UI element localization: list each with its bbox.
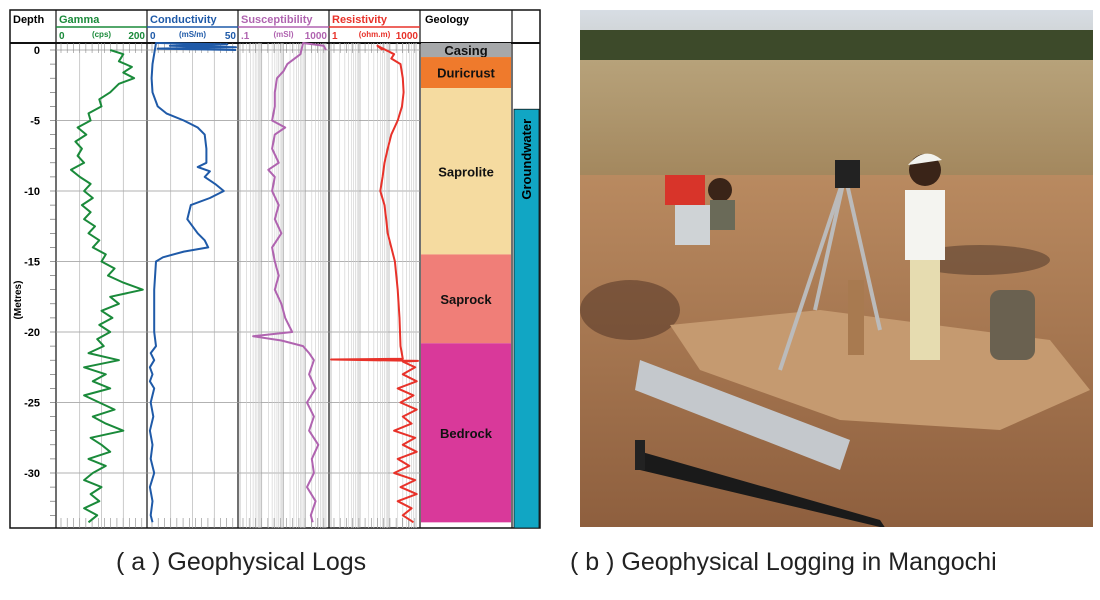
log-curve-gamma	[70, 49, 144, 524]
groundwater-label: Groundwater	[519, 119, 534, 200]
depth-tick-label: -25	[24, 398, 40, 410]
log-curve-resistivity	[330, 44, 419, 524]
track-scale-min: 0	[59, 31, 65, 42]
depth-axis-label: (Metres)	[13, 281, 24, 320]
track-title: Susceptibility	[241, 14, 313, 26]
geology-unit	[421, 57, 511, 89]
track-unit: (cps)	[92, 30, 111, 39]
track-title: Conductivity	[150, 14, 217, 26]
track-scale-max: 1000	[396, 31, 419, 42]
geology-unit	[421, 254, 511, 344]
log-curve-conductivity	[148, 42, 237, 523]
depth-header: Depth	[13, 14, 44, 26]
track-scale-min: .1	[241, 31, 250, 42]
track-title: Resistivity	[332, 14, 388, 26]
track-unit: (mSI)	[274, 30, 294, 39]
track-scale-max: 200	[128, 31, 145, 42]
geology-header: Geology	[425, 14, 470, 26]
track-unit: (ohm.m)	[359, 30, 391, 39]
geophysical-logs-chart: Depth 0 -5 -10 -15 -20 -25 -30 (Metres) Gamma 0 (cp…	[9, 9, 541, 529]
geology-label: Saprock	[440, 292, 492, 307]
depth-tick-label: -5	[30, 116, 40, 128]
depth-tick-label: -10	[24, 186, 40, 198]
caption-a: ( a ) Geophysical Logs	[116, 548, 367, 576]
track-unit: (mS/m)	[179, 30, 206, 39]
track-title: Gamma	[59, 14, 100, 26]
depth-tick-label: -30	[24, 468, 40, 480]
groundwater-bar	[513, 108, 540, 529]
track-scale-min: 1	[332, 31, 338, 42]
track-scale-min: 0	[150, 31, 156, 42]
geology-unit	[421, 43, 511, 58]
geology-unit	[421, 343, 511, 523]
geology-label: Duricrust	[437, 66, 495, 81]
track-scale-max: 1000	[305, 31, 328, 42]
photo-geophysical-logging-field	[580, 10, 1093, 527]
geology-label: Bedrock	[440, 426, 493, 441]
geology-label: Casing	[444, 43, 487, 58]
geology-unit	[421, 88, 511, 255]
depth-tick-label: 0	[34, 45, 40, 57]
track-scale-max: 50	[225, 31, 237, 42]
depth-tick-label: -15	[24, 257, 40, 269]
caption-b: ( b ) Geophysical Logging in Mangochi	[570, 548, 997, 576]
geology-label: Saprolite	[438, 164, 494, 179]
log-curve-susceptibility	[252, 42, 327, 523]
depth-tick-label: -20	[24, 327, 40, 339]
